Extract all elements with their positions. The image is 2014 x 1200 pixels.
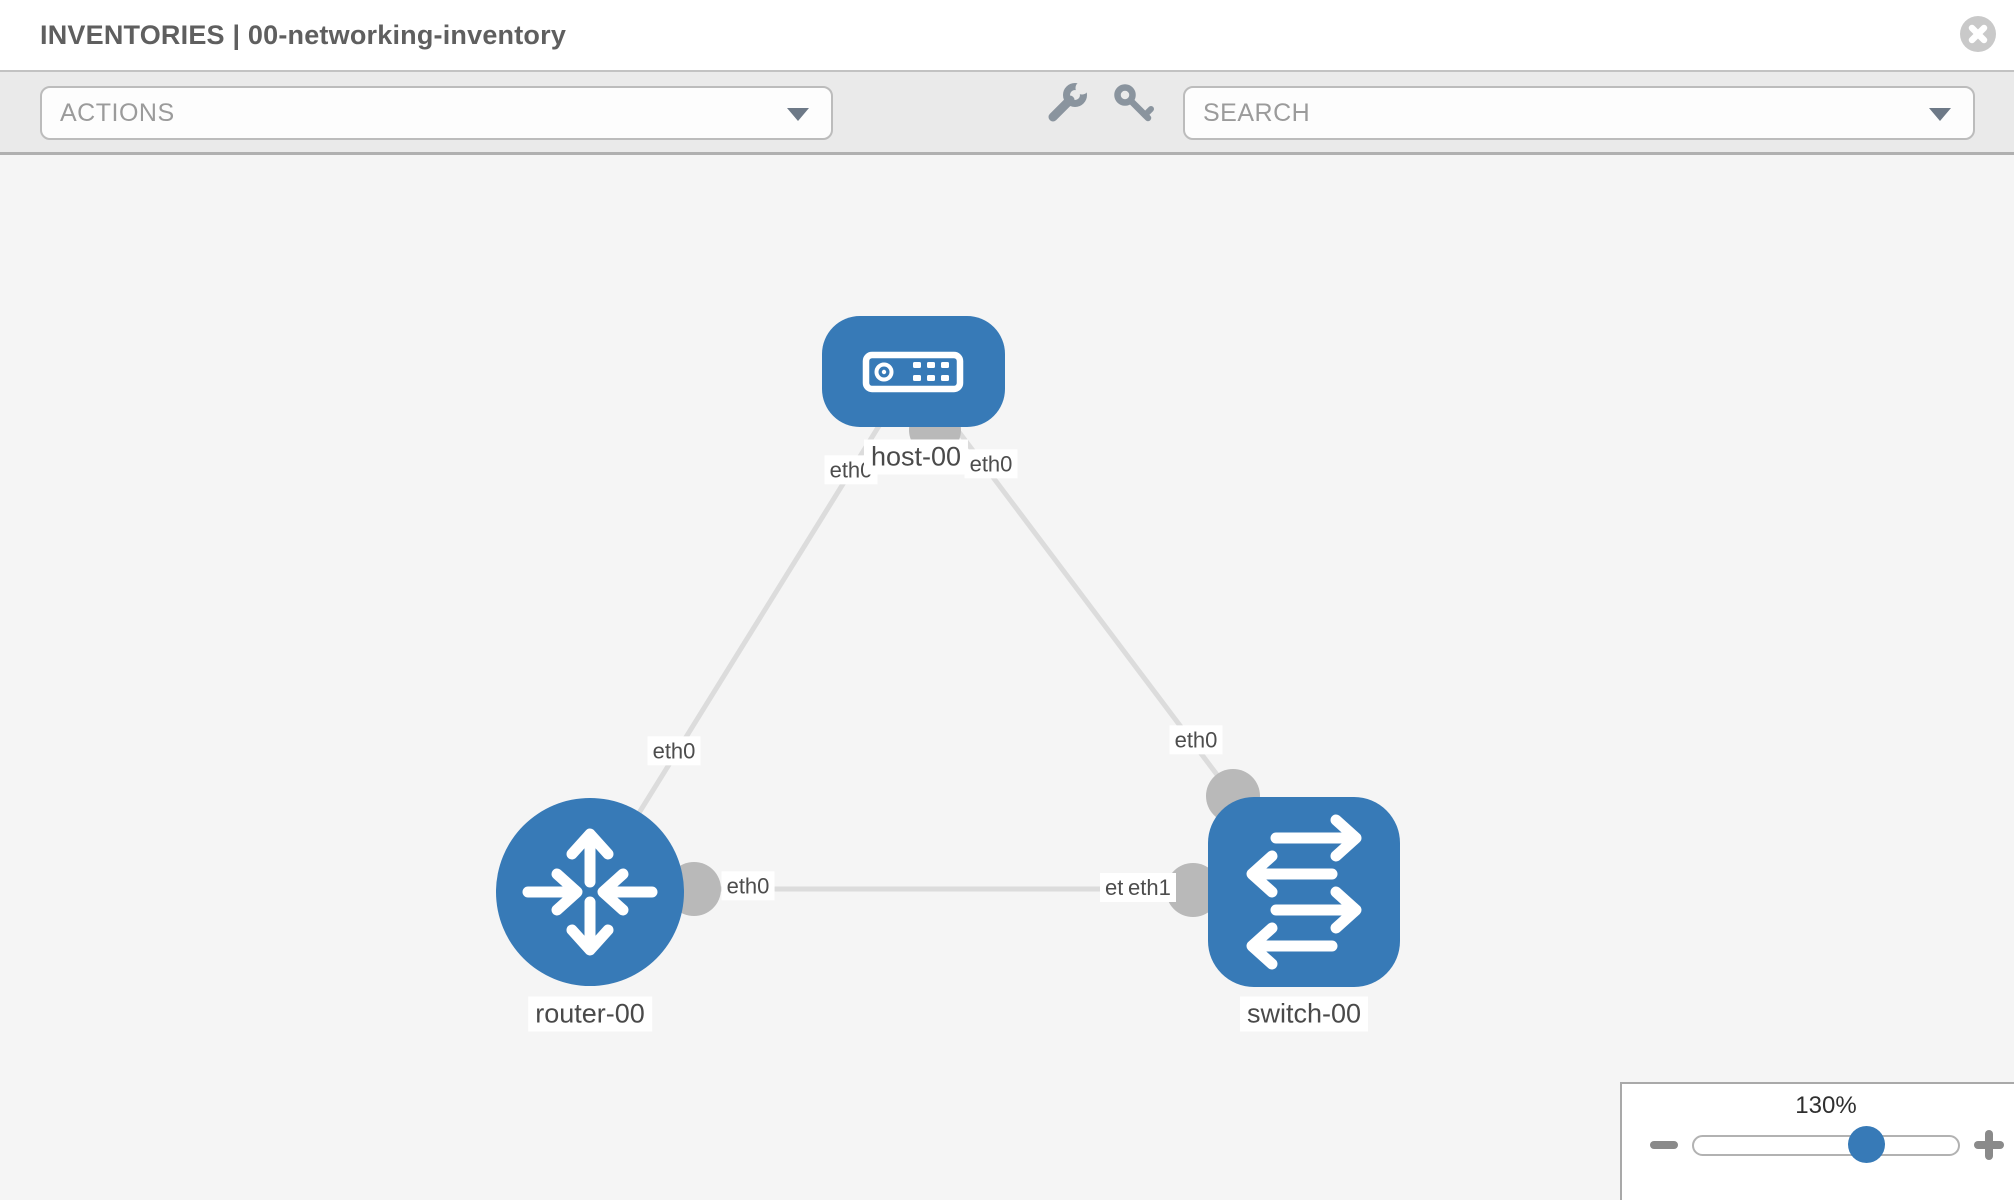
- node-label-host-00: host-00: [863, 439, 969, 475]
- chevron-down-icon: [1929, 108, 1951, 121]
- page-title: INVENTORIES | 00-networking-inventory: [40, 20, 567, 50]
- chevron-down-icon: [787, 108, 809, 121]
- actions-dropdown-label: ACTIONS: [60, 99, 175, 127]
- switch-icon: [1246, 814, 1362, 970]
- interface-label-host-eth0-right: eth0: [964, 449, 1018, 479]
- host-icon: [862, 351, 964, 393]
- zoom-control-panel: 130%: [1620, 1082, 2014, 1200]
- header-bar: INVENTORIES | 00-networking-inventory: [0, 0, 2014, 70]
- zoom-slider-track[interactable]: [1692, 1135, 1960, 1156]
- zoom-out-button[interactable]: [1650, 1141, 1678, 1149]
- credentials-button[interactable]: [1111, 81, 1157, 127]
- manage-groups-button[interactable]: [1043, 81, 1089, 127]
- close-icon: [1968, 24, 1988, 44]
- node-router-00[interactable]: [496, 798, 684, 986]
- actions-dropdown[interactable]: ACTIONS: [40, 86, 833, 140]
- toolbar: ACTIONS SEARCH: [0, 70, 2014, 155]
- node-label-router-00: router-00: [528, 996, 652, 1032]
- router-icon: [522, 828, 658, 956]
- search-dropdown[interactable]: SEARCH: [1183, 86, 1975, 140]
- port-connector-switch-eth1[interactable]: [1166, 863, 1220, 917]
- topology-canvas[interactable]: [0, 155, 2014, 1200]
- interface-label-switch-eth1: eth1: [1123, 873, 1176, 903]
- close-button[interactable]: [1960, 16, 1996, 52]
- zoom-slider-thumb[interactable]: [1848, 1126, 1885, 1163]
- key-icon: [1114, 84, 1154, 122]
- search-placeholder: SEARCH: [1203, 99, 1311, 127]
- zoom-level-value: 130%: [1795, 1092, 1857, 1119]
- interface-label-router-eth0: eth0: [721, 871, 775, 901]
- node-label-switch-00: switch-00: [1239, 996, 1369, 1032]
- zoom-in-button[interactable]: [1974, 1130, 2004, 1160]
- wrench-icon: [1048, 81, 1089, 122]
- node-host-00[interactable]: [822, 316, 1005, 427]
- node-switch-00[interactable]: [1208, 797, 1400, 987]
- interface-label-switch-eth0: eth0: [1169, 725, 1223, 755]
- interface-label-router-link-eth0: eth0: [647, 736, 701, 766]
